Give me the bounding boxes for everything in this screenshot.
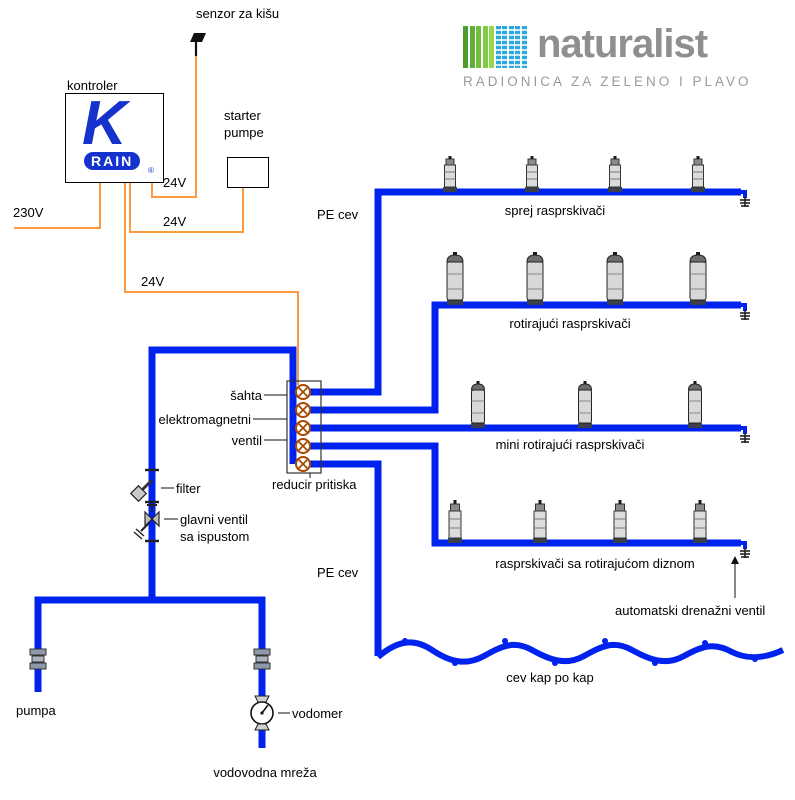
auto-drain-valve-icons bbox=[738, 190, 752, 560]
mini-rotor-sprinkler-icons bbox=[470, 380, 703, 429]
manifold-box bbox=[286, 380, 322, 474]
label-drip-line: cev kap po kap bbox=[506, 670, 594, 685]
rain-sensor-icon bbox=[190, 33, 206, 56]
wiring-24v-valves bbox=[124, 183, 299, 385]
naturalist-logo-icon bbox=[463, 26, 529, 68]
meter-coupling-icon bbox=[253, 648, 271, 670]
rotor-sprinkler-icons bbox=[446, 251, 707, 306]
label-230v: 230V bbox=[13, 205, 44, 220]
wiring-24v-sensor bbox=[151, 54, 197, 198]
label-solenoid-word2: ventil bbox=[231, 433, 262, 448]
pipe-zone2 bbox=[308, 301, 741, 414]
pump-starter-box bbox=[227, 157, 269, 188]
label-zone2: rotirajući rasprskivači bbox=[509, 316, 631, 331]
label-solenoid-word1: elektromagnetni bbox=[158, 412, 252, 427]
leader-lines bbox=[161, 394, 739, 714]
label-auto-drain-valve: automatski drenažni ventil bbox=[615, 603, 766, 618]
spray-sprinkler-icons bbox=[442, 155, 706, 193]
pipe-zone1 bbox=[308, 188, 741, 396]
label-filter: filter bbox=[176, 481, 201, 496]
filter-icon bbox=[129, 468, 159, 504]
registered-mark-icon: ® bbox=[148, 166, 154, 175]
brand-block: naturalist RADIONICA ZA ZELENO I PLAVO bbox=[463, 22, 778, 89]
label-24v-starter: 24V bbox=[163, 214, 187, 229]
controller-box: K RAIN ® bbox=[65, 89, 164, 183]
label-zone3: mini rotirajući rasprskivači bbox=[495, 437, 645, 452]
label-pump: pumpa bbox=[16, 703, 56, 718]
label-pump-starter: starter pumpe bbox=[224, 108, 264, 140]
rotating-nozzle-sprinkler-icons bbox=[447, 499, 708, 544]
water-meter-icon bbox=[250, 695, 274, 731]
brand-name: naturalist bbox=[537, 22, 708, 66]
pipe-zone4 bbox=[308, 442, 741, 547]
label-water-meter: vodomer bbox=[292, 706, 343, 721]
pipe-supply-bottom bbox=[34, 346, 297, 748]
label-manifold: šahta bbox=[230, 388, 262, 403]
krain-logo-k: K bbox=[82, 89, 127, 158]
label-zone4: rasprskivači sa rotirajućom diznom bbox=[495, 556, 695, 571]
krain-logo-rain: RAIN bbox=[84, 152, 141, 170]
label-pressure-reducer: reducir pritiska bbox=[272, 477, 357, 492]
drip-emitter-dots bbox=[402, 638, 758, 666]
label-rain-sensor: senzor za kišu bbox=[196, 6, 280, 21]
label-24v-sensor: 24V bbox=[163, 175, 187, 190]
label-controller: kontroler bbox=[67, 78, 118, 93]
label-pe-pipe-top: PE cev bbox=[317, 207, 359, 222]
solenoid-valve-icons bbox=[295, 384, 311, 472]
brand-tagline: RADIONICA ZA ZELENO I PLAVO bbox=[463, 74, 752, 89]
wiring-230v bbox=[14, 183, 101, 229]
label-water-network: vodovodna mreža bbox=[213, 765, 317, 780]
pipe-drip-riser bbox=[308, 460, 382, 656]
label-main-valve: glavni ventil sa ispustom bbox=[180, 512, 250, 544]
label-zone1: sprej rasprskivači bbox=[504, 203, 606, 218]
label-pe-pipe-bottom: PE cev bbox=[317, 565, 359, 580]
pump-icon bbox=[29, 648, 47, 670]
pipe-drip-line bbox=[376, 638, 785, 666]
wiring-24v-starter bbox=[129, 183, 244, 233]
label-24v-valves: 24V bbox=[141, 274, 165, 289]
main-valve-icon bbox=[133, 504, 160, 543]
